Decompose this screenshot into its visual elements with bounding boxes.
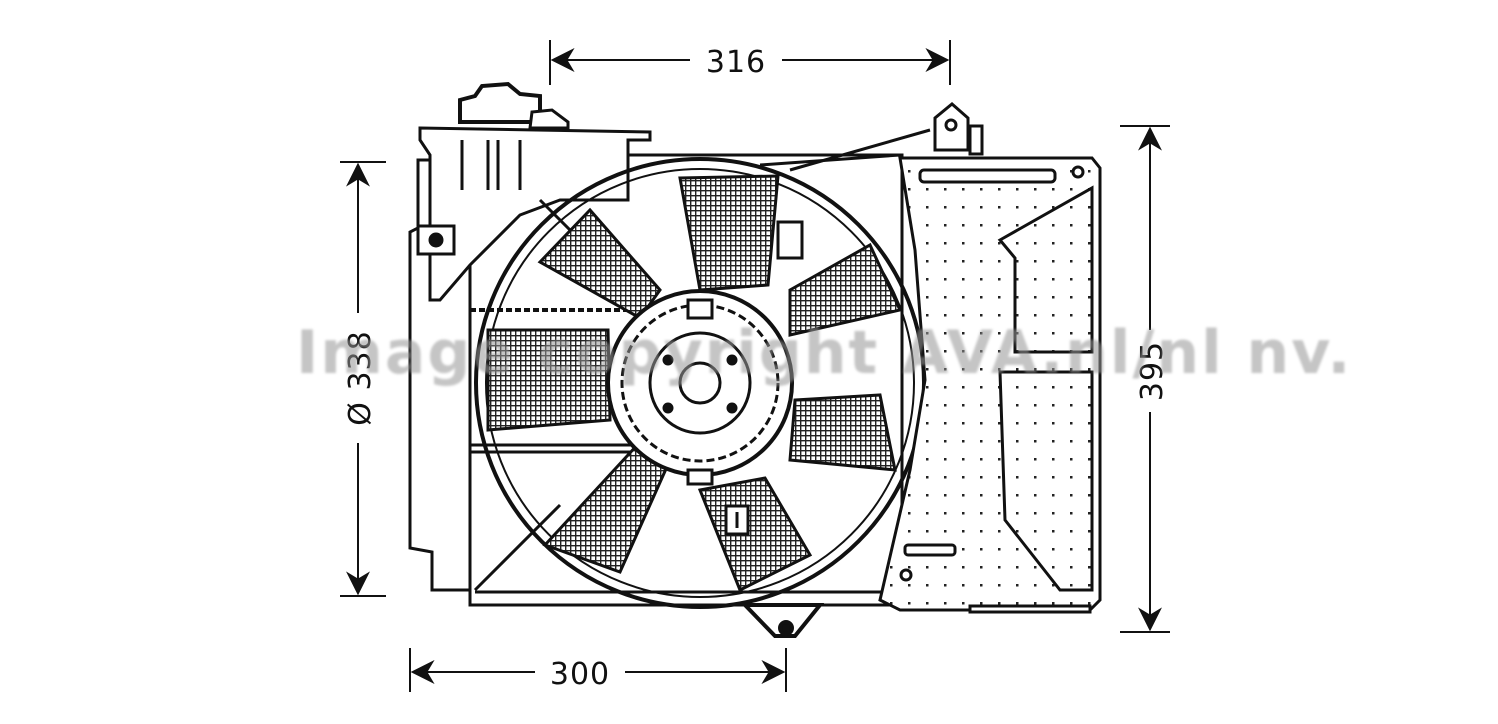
dimension-label-diameter-338: Ø 338 [343, 330, 378, 425]
bottom-mount-bracket [740, 603, 825, 638]
dimension-label-395: 395 [1135, 341, 1170, 401]
motor-connector [724, 220, 804, 536]
dimension-total-height [1120, 125, 1170, 633]
dimension-label-316: 316 [706, 45, 766, 80]
fan-motor-hub [606, 289, 794, 486]
dimension-fan-diameter [340, 161, 386, 597]
dimension-top-width [549, 40, 951, 85]
dimension-label-300: 300 [550, 657, 610, 692]
dimension-bottom-width [409, 648, 787, 692]
fan-blades [486, 174, 903, 593]
side-shroud-panel [878, 102, 1102, 614]
